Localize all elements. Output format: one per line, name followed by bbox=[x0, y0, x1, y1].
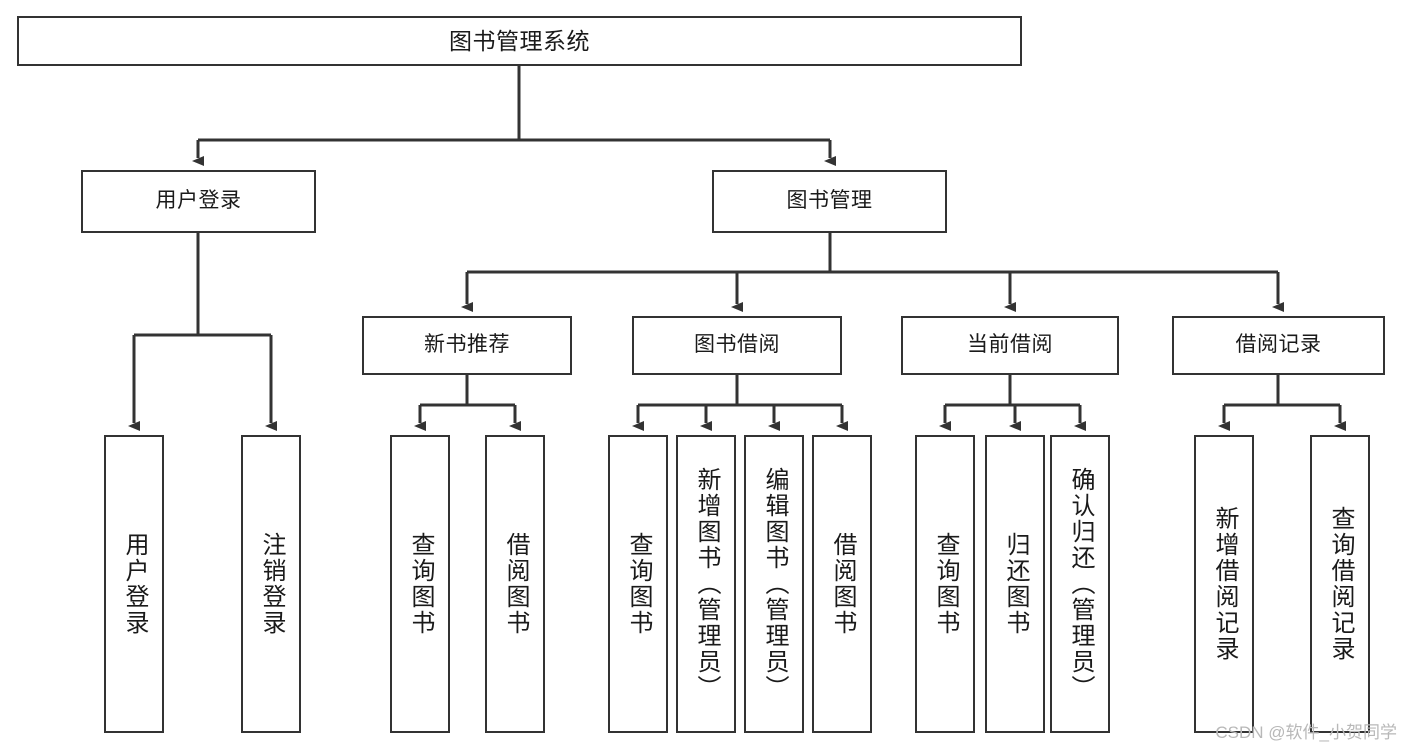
node-book-manage-label: 图书管理 bbox=[786, 189, 873, 213]
node-leaf-add-borrow-record-label: 新增借阅记录 bbox=[1211, 506, 1238, 662]
node-borrow-record-label: 借阅记录 bbox=[1235, 333, 1322, 357]
node-leaf-query-book-rec[interactable]: 查询图书 bbox=[390, 435, 450, 733]
node-new-book-rec[interactable]: 新书推荐 bbox=[362, 316, 572, 375]
node-leaf-query-book-cur[interactable]: 查询图书 bbox=[915, 435, 975, 733]
watermark-text: CSDN @软件_小贺同学 bbox=[1215, 723, 1397, 742]
node-root-label: 图书管理系统 bbox=[449, 27, 590, 54]
node-leaf-return-book-label: 归还图书 bbox=[1002, 532, 1029, 636]
node-new-book-rec-label: 新书推荐 bbox=[424, 333, 510, 357]
node-user-login-label: 用户登录 bbox=[155, 189, 242, 213]
node-current-borrow-label: 当前借阅 bbox=[967, 333, 1053, 357]
node-leaf-logout[interactable]: 注销登录 bbox=[241, 435, 301, 733]
node-user-login[interactable]: 用户登录 bbox=[81, 170, 316, 233]
node-leaf-query-book-rec-label: 查询图书 bbox=[407, 532, 434, 636]
node-leaf-add-borrow-record[interactable]: 新增借阅记录 bbox=[1194, 435, 1254, 733]
node-leaf-logout-label: 注销登录 bbox=[258, 532, 285, 636]
node-leaf-borrow-book-rec[interactable]: 借阅图书 bbox=[485, 435, 545, 733]
node-leaf-query-book-cur-label: 查询图书 bbox=[932, 532, 959, 636]
node-book-borrow[interactable]: 图书借阅 bbox=[632, 316, 842, 375]
node-leaf-query-borrow-record[interactable]: 查询借阅记录 bbox=[1310, 435, 1370, 733]
node-leaf-edit-book-admin-label: 编辑图书（管理员） bbox=[761, 467, 788, 701]
node-leaf-user-login[interactable]: 用户登录 bbox=[104, 435, 164, 733]
node-leaf-edit-book-admin[interactable]: 编辑图书（管理员） bbox=[744, 435, 804, 733]
node-book-manage[interactable]: 图书管理 bbox=[712, 170, 947, 233]
node-leaf-query-book[interactable]: 查询图书 bbox=[608, 435, 668, 733]
node-leaf-borrow-book-rec-label: 借阅图书 bbox=[502, 532, 529, 636]
node-current-borrow[interactable]: 当前借阅 bbox=[901, 316, 1119, 375]
node-book-borrow-label: 图书借阅 bbox=[694, 333, 780, 357]
node-leaf-add-book-admin-label: 新增图书（管理员） bbox=[693, 467, 720, 701]
node-leaf-query-book-label: 查询图书 bbox=[625, 532, 652, 636]
node-leaf-add-book-admin[interactable]: 新增图书（管理员） bbox=[676, 435, 736, 733]
node-leaf-user-login-label: 用户登录 bbox=[121, 532, 148, 636]
node-leaf-confirm-return-admin-label: 确认归还（管理员） bbox=[1067, 467, 1094, 701]
node-borrow-record[interactable]: 借阅记录 bbox=[1172, 316, 1385, 375]
node-leaf-query-borrow-record-label: 查询借阅记录 bbox=[1327, 506, 1354, 662]
node-root[interactable]: 图书管理系统 bbox=[17, 16, 1022, 66]
node-leaf-return-book[interactable]: 归还图书 bbox=[985, 435, 1045, 733]
node-leaf-borrow-book[interactable]: 借阅图书 bbox=[812, 435, 872, 733]
node-leaf-borrow-book-label: 借阅图书 bbox=[829, 532, 856, 636]
node-leaf-confirm-return-admin[interactable]: 确认归还（管理员） bbox=[1050, 435, 1110, 733]
